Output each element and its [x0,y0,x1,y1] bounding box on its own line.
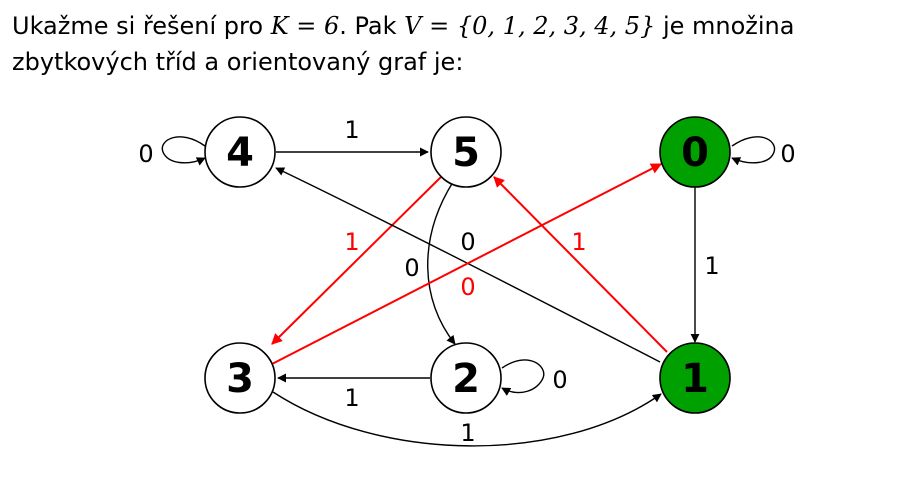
node-2: 2 [430,342,502,414]
intro-math-k: K = 6 [270,12,340,40]
edge-1-5 [493,176,668,353]
edge-label-3-0: 0 [460,273,475,301]
edge-label-1-5: 1 [571,228,586,256]
edge-3-0 [271,163,662,365]
node-1-label: 1 [681,356,709,402]
node-5-label: 5 [452,130,480,176]
node-4: 4 [204,116,276,188]
edge-label-4-4: 0 [138,140,153,168]
node-2-label: 2 [452,356,480,402]
edge-3-1 [272,391,662,447]
edge-label-2-2: 0 [552,366,567,394]
edge-2-2 [501,359,545,396]
edge-5-2 [427,181,456,345]
intro-line-2: zbytkových tříd a orientovaný graf je: [12,48,464,76]
node-5-circle [430,116,502,188]
node-1: 1 [659,342,731,414]
edge-5-3 [271,173,445,345]
edge-4-4 [161,136,206,166]
edge-label-5-2: 0 [404,254,419,282]
edge-1-4 [275,167,661,363]
edge-label-4-5: 1 [344,116,359,144]
node-2-circle [430,342,502,414]
edge-label-0-0: 0 [780,140,795,168]
node-3-label: 3 [226,356,254,402]
node-0-circle [659,116,731,188]
intro-text-1: Ukažme si řešení pro [12,12,271,40]
intro-line-1: Ukažme si řešení pro K = 6. Pak V = {0, … [12,8,892,44]
edge-label-3-1: 1 [460,419,475,447]
edge-label-5-3: 1 [344,228,359,256]
edge-label-0-1: 1 [704,252,719,280]
node-4-circle [204,116,276,188]
node-3: 3 [204,342,276,414]
edge-label-2-3: 1 [344,384,359,412]
edge-labels: 0 1 0 1 0 0 0 1 1 1 0 1 [138,116,795,447]
edge-0-0 [731,136,776,166]
node-1-circle [659,342,731,414]
nodes: 4 5 0 3 2 1 [204,116,731,414]
node-3-circle [204,342,276,414]
edges [161,136,776,447]
intro-text-2: . Pak [339,12,405,40]
intro-math-v: V = {0, 1, 2, 3, 4, 5} [404,12,656,40]
node-5: 5 [430,116,502,188]
edge-label-1-4: 0 [460,228,475,256]
node-0-label: 0 [681,130,709,176]
node-4-label: 4 [226,130,254,176]
intro-text: Ukažme si řešení pro K = 6. Pak V = {0, … [12,8,892,80]
node-0: 0 [659,116,731,188]
intro-text-3: je množina [655,12,795,40]
